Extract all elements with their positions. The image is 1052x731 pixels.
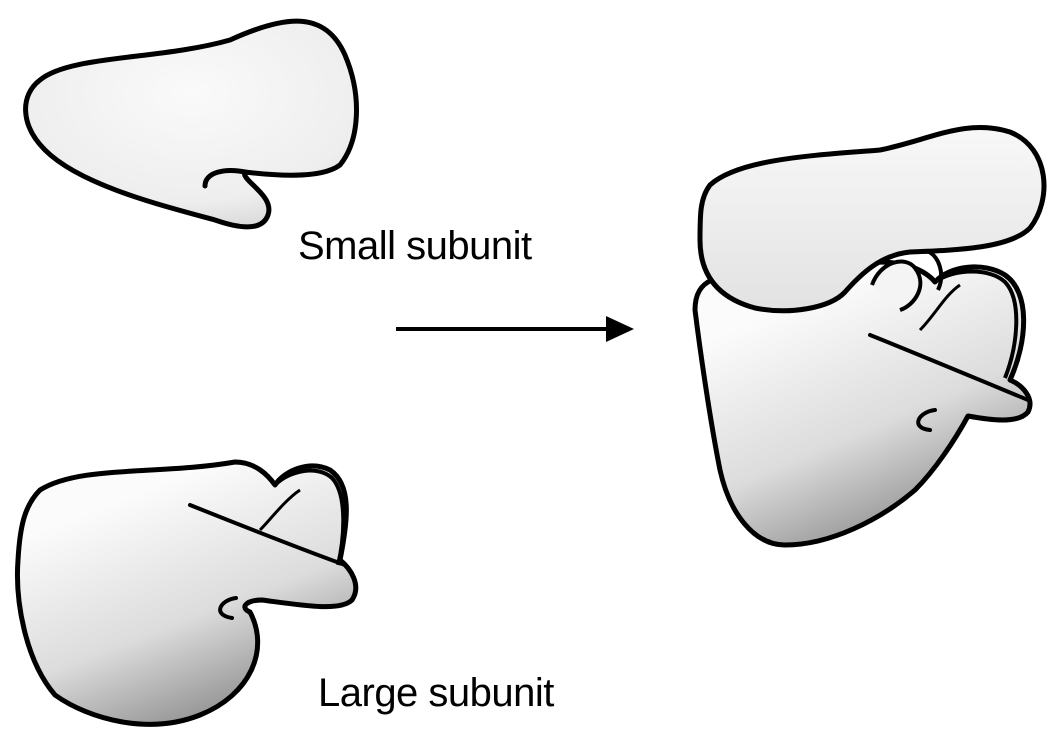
assembled-ribosome <box>695 127 1044 545</box>
small-subunit-label: Small subunit <box>298 224 532 268</box>
small-subunit-shape <box>26 21 357 227</box>
large-subunit-label: Large subunit <box>318 671 554 715</box>
large-subunit-shape <box>17 462 355 724</box>
assembly-arrow <box>396 316 634 342</box>
